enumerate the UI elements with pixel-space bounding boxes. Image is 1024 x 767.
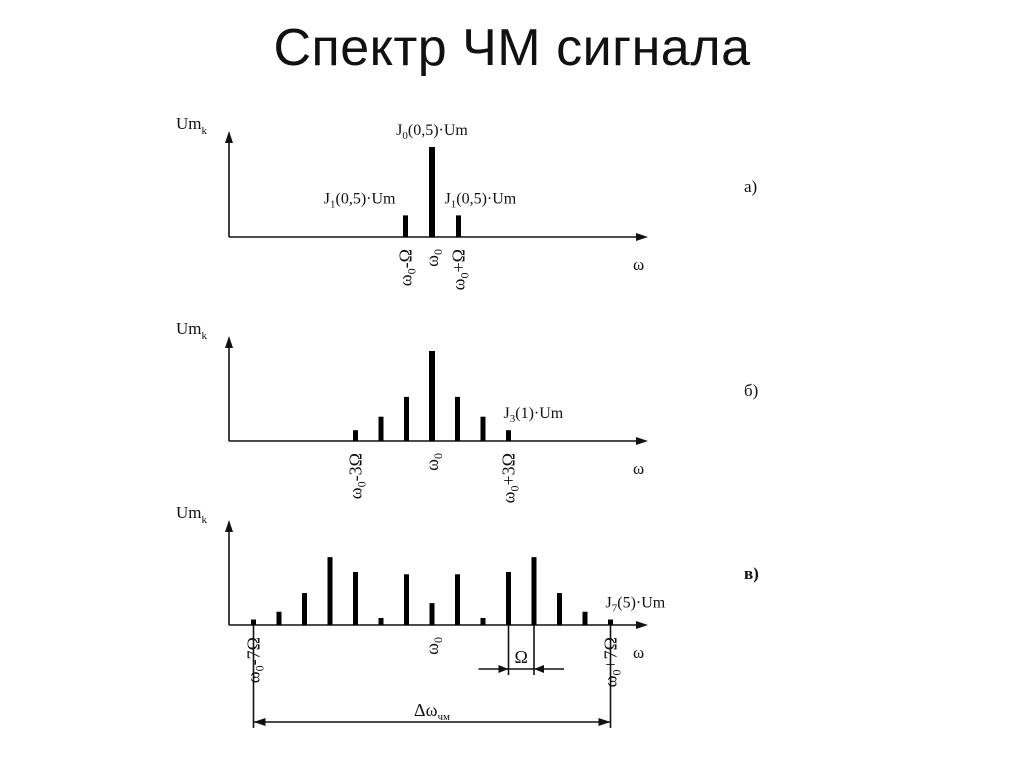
spectrum-bar: [404, 396, 409, 441]
x-axis-arrow: [636, 621, 648, 629]
x-tick-label: ω0+Ω: [449, 249, 472, 290]
x-tick-label: ω0: [422, 453, 445, 471]
panel-label: в): [744, 564, 759, 583]
spectrum-bar: [455, 574, 460, 625]
spectrum-bar: [480, 617, 486, 625]
spectrum-bar: [506, 571, 511, 625]
x-tick-label: ω0+7Ω: [601, 637, 624, 687]
bar-value-label: J7(5)·Um: [606, 595, 666, 615]
spacing-label: Ω: [515, 647, 528, 667]
y-axis-label: Umk: [176, 319, 208, 342]
y-axis-label: Umk: [176, 503, 208, 526]
spectrum-panel-2: Umk ω б) J3(1)·Um ω0-3Ω ω0 ω0+3Ω: [176, 319, 758, 503]
spectrum-bar: [251, 619, 256, 625]
x-tick-label: ω0: [422, 249, 445, 267]
bar-value-label: J1(0,5)·Um: [324, 190, 396, 210]
x-tick-label: ω0+3Ω: [499, 453, 522, 503]
spectrum-bar: [327, 557, 333, 625]
x-axis-arrow: [636, 233, 648, 241]
x-tick-label: ω0-3Ω: [346, 453, 369, 499]
x-axis-arrow: [636, 437, 648, 445]
spectrum-bar: [429, 351, 435, 441]
x-tick-label: ω0: [422, 637, 445, 655]
bar-value-label: J1(0,5)·Um: [445, 190, 517, 210]
spectrum-bar: [480, 416, 486, 441]
bar-value-label: J3(1)·Um: [504, 405, 564, 425]
bandwidth-arrow-right: [598, 718, 611, 726]
spectrum-bar: [429, 603, 435, 625]
spectrum-panel-3: Umk ω в) J7(5)·Um ω0-7Ω ω0 ω0+7Ω Ω Δωчм: [176, 503, 759, 728]
spectrum-bar: [429, 147, 435, 237]
y-axis-arrow: [225, 520, 233, 532]
x-tick-label: ω0-Ω: [396, 249, 419, 286]
bandwidth-label: Δωчм: [414, 700, 450, 723]
spectrum-bar: [403, 215, 408, 237]
x-tick-label: ω0-7Ω: [244, 637, 267, 683]
x-axis-label: ω: [633, 643, 644, 662]
spectrum-bar: [353, 430, 358, 441]
y-axis-label: Umk: [176, 114, 208, 137]
spacing-arrow-right: [534, 665, 544, 673]
spectrum-bar: [456, 215, 461, 237]
spectrum-bar: [531, 557, 537, 625]
spectrum-bar: [404, 574, 409, 625]
spectrum-bar: [302, 593, 307, 625]
spectrum-bar: [276, 611, 282, 625]
spectrum-bar: [608, 619, 613, 625]
spectrum-bar: [557, 593, 562, 625]
y-axis-arrow: [225, 336, 233, 348]
spectrum-bar: [582, 611, 588, 625]
panel-label: а): [744, 177, 757, 196]
bar-value-label: J0(0,5)·Um: [396, 122, 468, 142]
spectrum-bar: [455, 396, 460, 441]
spectrum-bar: [506, 430, 511, 441]
bandwidth-arrow-left: [253, 718, 266, 726]
x-axis-label: ω: [633, 459, 644, 478]
spectrum-bar: [353, 571, 358, 625]
slide-title: Спектр ЧМ сигнала: [273, 19, 751, 77]
spacing-arrow-left: [498, 665, 509, 673]
y-axis-arrow: [225, 131, 233, 143]
panel-label: б): [744, 381, 758, 400]
spectrum-bar: [378, 617, 384, 625]
x-axis-label: ω: [633, 255, 644, 274]
spectrum-bar: [378, 416, 384, 441]
